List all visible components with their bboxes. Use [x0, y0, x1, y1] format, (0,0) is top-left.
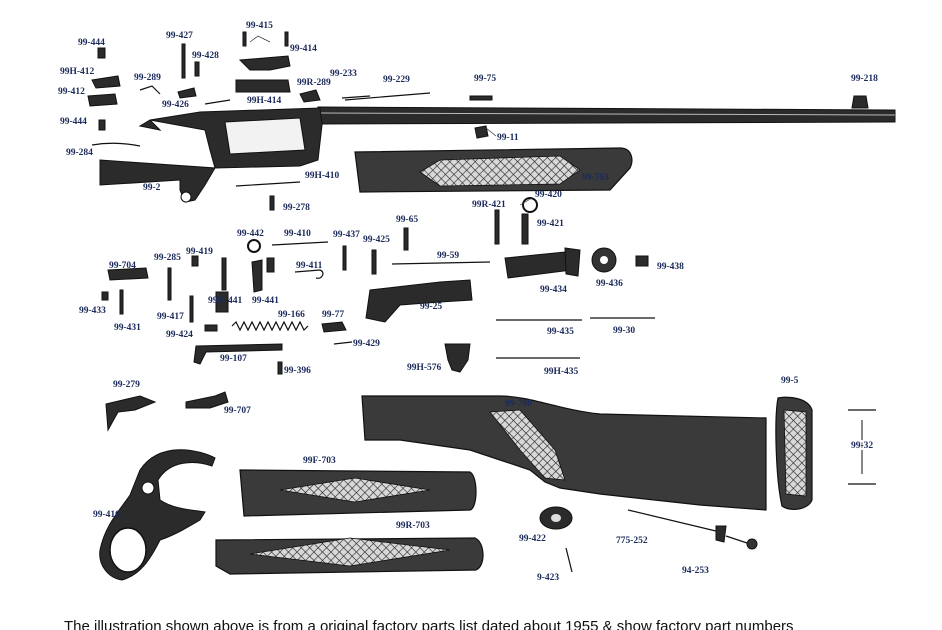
receiver [138, 107, 323, 169]
part-label: 99-396 [284, 366, 311, 376]
caption-text: The illustration shown above is from a o… [64, 619, 794, 630]
part-label: 99-65 [396, 215, 418, 225]
forearm-99r-703 [215, 537, 484, 575]
part-label: 99-414 [290, 44, 317, 54]
part-label: 99-422 [519, 534, 546, 544]
part-label: 99-703 [582, 173, 609, 183]
spring-99-166 [231, 320, 309, 332]
barrel [317, 95, 896, 125]
part-label: 99-433 [79, 306, 106, 316]
grip-cap-and-bolt [539, 506, 758, 573]
part-label: 99-420 [535, 190, 562, 200]
part-label: 99-704 [109, 261, 136, 271]
part-label: 99-431 [114, 323, 141, 333]
part-label: 99-426 [162, 100, 189, 110]
part-label: 99R-703 [396, 521, 430, 531]
part-label: 99-707 [224, 406, 251, 416]
part-label: 99H-441 [208, 296, 243, 306]
part-label: 99-415 [246, 21, 273, 31]
part-label: 99-289 [134, 73, 161, 83]
part-label: 99H-435 [544, 367, 579, 377]
part-label: 99-59 [437, 251, 459, 261]
part-label: 99-410 [284, 229, 311, 239]
sear-spring-parts [235, 181, 301, 211]
part-label: 99-32 [851, 441, 873, 451]
part-label: 99-428 [192, 51, 219, 61]
part-label: 99-30 [613, 326, 635, 336]
part-label: 99R-289 [297, 78, 331, 88]
part-label: 99-5 [781, 376, 799, 386]
part-label: 99-444 [78, 38, 105, 48]
lever-99-416 [99, 449, 216, 581]
part-label: 99-285 [154, 253, 181, 263]
leader-lines [249, 35, 863, 448]
part-label: 99-411 [296, 261, 323, 271]
forearm-99-703 [354, 147, 633, 193]
part-label: 775-252 [616, 536, 648, 546]
part-label: 99-229 [383, 75, 410, 85]
middle-parts [101, 197, 649, 323]
part-label: 99-416 [93, 510, 120, 520]
small-top-parts [87, 31, 489, 139]
lever-and-tang [91, 142, 216, 203]
part-label: 99-77 [322, 310, 344, 320]
part-label: 99-441 [252, 296, 279, 306]
part-label: 99-166 [278, 310, 305, 320]
part-label: 99-417 [157, 312, 184, 322]
part-label: 99-434 [540, 285, 567, 295]
forearm-99f-703 [239, 469, 477, 517]
part-label: 99R-421 [472, 200, 506, 210]
part-label: 99H-410 [305, 171, 340, 181]
part-label: 99-429 [353, 339, 380, 349]
part-label: 99-11 [497, 133, 519, 143]
part-label: 99-419 [186, 247, 213, 257]
part-label: 94-253 [682, 566, 709, 576]
part-label: 99-438 [657, 262, 684, 272]
part-label: 99-424 [166, 330, 193, 340]
part-number-labels: 99-444 99-427 99-415 99-414 99-428 99H-4… [58, 21, 878, 583]
part-label: 99-421 [537, 219, 564, 229]
part-label: 99-278 [283, 203, 310, 213]
lower-small-parts [193, 317, 655, 375]
part-label: 99-218 [851, 74, 878, 84]
part-label: 99H-414 [247, 96, 282, 106]
part-label: 99-233 [330, 69, 357, 79]
part-label: 99-284 [66, 148, 93, 158]
part-label: 99F-703 [303, 456, 336, 466]
part-label: 99-279 [113, 380, 140, 390]
part-label: 99-107 [220, 354, 247, 364]
part-label: 99-436 [596, 279, 623, 289]
part-label: 9-423 [537, 573, 559, 583]
part-label: 99-25 [420, 302, 442, 312]
part-label: 99-444 [60, 117, 87, 127]
part-label: 99-75 [474, 74, 496, 84]
part-label: 99-442 [237, 229, 264, 239]
part-label: 99-427 [166, 31, 193, 41]
hammer-and-trigger [105, 391, 229, 432]
part-label: 99-437 [333, 230, 360, 240]
part-label: 99-708 [505, 399, 532, 409]
part-label: 99-425 [363, 235, 390, 245]
part-label: 99-2 [143, 183, 161, 193]
part-label: 99H-412 [60, 67, 95, 77]
part-label: 99-412 [58, 87, 85, 97]
part-label: 99-435 [547, 327, 574, 337]
butt-screws [848, 409, 876, 485]
butt-stock-99-708 [361, 395, 813, 511]
part-label: 99H-576 [407, 363, 442, 373]
